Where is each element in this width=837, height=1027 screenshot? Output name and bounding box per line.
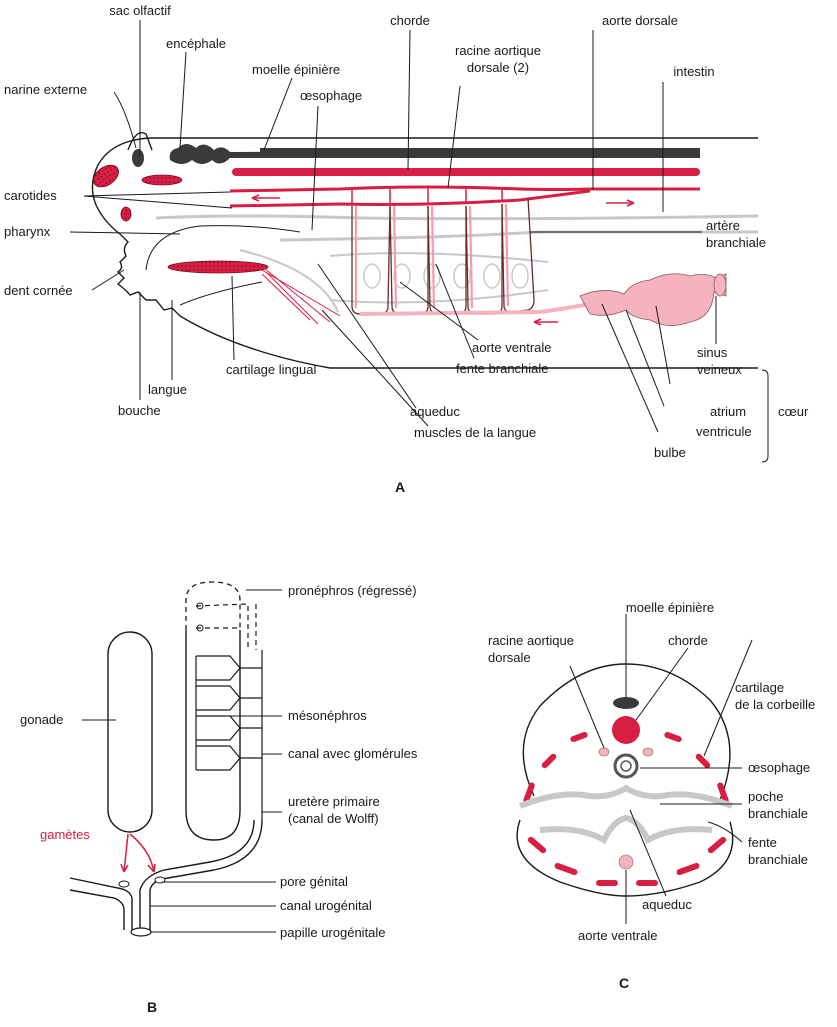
label-pore-genital: pore génital xyxy=(280,874,348,889)
label-oesophage: œsophage xyxy=(300,88,362,103)
label-papille-urogenitale: papille urogénitale xyxy=(280,925,386,940)
wolffian-duct xyxy=(150,820,262,930)
mesonephros-outline xyxy=(186,630,240,840)
panel-c-diagram: moelle épinière racine aortique dorsale … xyxy=(488,600,815,991)
label-gonade: gonade xyxy=(20,712,63,727)
label-langue: langue xyxy=(148,382,187,397)
label-muscles-langue: muscles de la langue xyxy=(414,425,536,440)
notochord-section xyxy=(612,716,640,744)
label-bouche: bouche xyxy=(118,403,161,418)
dorsal-aorta xyxy=(230,187,700,191)
panel-letter-c: C xyxy=(619,975,629,991)
label-chorde-c: chorde xyxy=(668,633,708,648)
label-aqueduc: aqueduc xyxy=(410,404,460,419)
label-intestin: intestin xyxy=(673,64,714,79)
label-mesonephros: mésonéphros xyxy=(288,708,367,723)
label-racine-aortique-2: dorsale (2) xyxy=(467,60,529,75)
panel-letter-a: A xyxy=(395,479,405,495)
label-moelle-epiniere: moelle épinière xyxy=(252,62,340,77)
label-sinus: sinus xyxy=(697,345,728,360)
label-fente-branchiale: fente branchiale xyxy=(456,361,549,376)
label-dent-cornee: dent cornée xyxy=(4,283,73,298)
label-canal-glomerules: canal avec glomérules xyxy=(288,746,418,761)
label-cartilage-c2: de la corbeille xyxy=(735,697,815,712)
notochord xyxy=(232,168,700,176)
label-branchiale: branchiale xyxy=(706,235,766,250)
label-artere: artère xyxy=(706,218,740,233)
pronephros xyxy=(186,582,240,630)
label-racine-aortique-1: racine aortique xyxy=(455,43,541,58)
label-bulbe: bulbe xyxy=(654,445,686,460)
label-fente-1: fente xyxy=(748,835,777,850)
panel-a-diagram: sac olfactif encéphale narine externe mo… xyxy=(4,3,809,495)
label-narine-externe: narine externe xyxy=(4,82,87,97)
label-ventricule: ventricule xyxy=(696,424,752,439)
label-cartilage-lingual: cartilage lingual xyxy=(226,362,316,377)
lingual-cartilage xyxy=(168,261,268,273)
label-oesophage-c: œsophage xyxy=(748,760,810,775)
label-racine-aortique-c2: dorsale xyxy=(488,650,531,665)
label-aqueduc-c: aqueduc xyxy=(642,897,692,912)
label-cartilage-c1: cartilage xyxy=(735,680,784,695)
label-aorte-dorsale: aorte dorsale xyxy=(602,13,678,28)
label-gametes: gamètes xyxy=(40,827,90,842)
label-uretere-2: (canal de Wolff) xyxy=(288,811,379,826)
label-uretere-1: uretère primaire xyxy=(288,794,380,809)
spinal-cord xyxy=(260,148,700,156)
panel-b-diagram: pronéphros (régressé) gonade mésonéphros… xyxy=(20,582,418,1015)
label-veineux: veineux xyxy=(697,362,742,377)
label-pharynx: pharynx xyxy=(4,224,51,239)
label-sac-olfactif: sac olfactif xyxy=(109,3,171,18)
intestine xyxy=(156,216,758,219)
label-poche-2: branchiale xyxy=(748,806,808,821)
label-encephale: encéphale xyxy=(166,36,226,51)
panel-letter-b: B xyxy=(147,999,157,1015)
label-coeur: cœur xyxy=(778,404,809,419)
label-atrium: atrium xyxy=(710,404,746,419)
label-canal-urogenital: canal urogénital xyxy=(280,898,372,913)
label-moelle-epiniere-c: moelle épinière xyxy=(626,600,714,615)
label-fente-2: branchiale xyxy=(748,852,808,867)
label-pronephros: pronéphros (régressé) xyxy=(288,583,417,598)
label-carotides: carotides xyxy=(4,188,57,203)
nasal-cartilage xyxy=(89,161,122,192)
label-racine-aortique-c1: racine aortique xyxy=(488,633,574,648)
label-chorde: chorde xyxy=(390,13,430,28)
label-poche-1: poche xyxy=(748,789,783,804)
gonad xyxy=(108,632,152,832)
label-aorte-ventrale: aorte ventrale xyxy=(472,340,552,355)
heart xyxy=(580,274,726,326)
label-aorte-ventrale-c: aorte ventrale xyxy=(578,928,658,943)
